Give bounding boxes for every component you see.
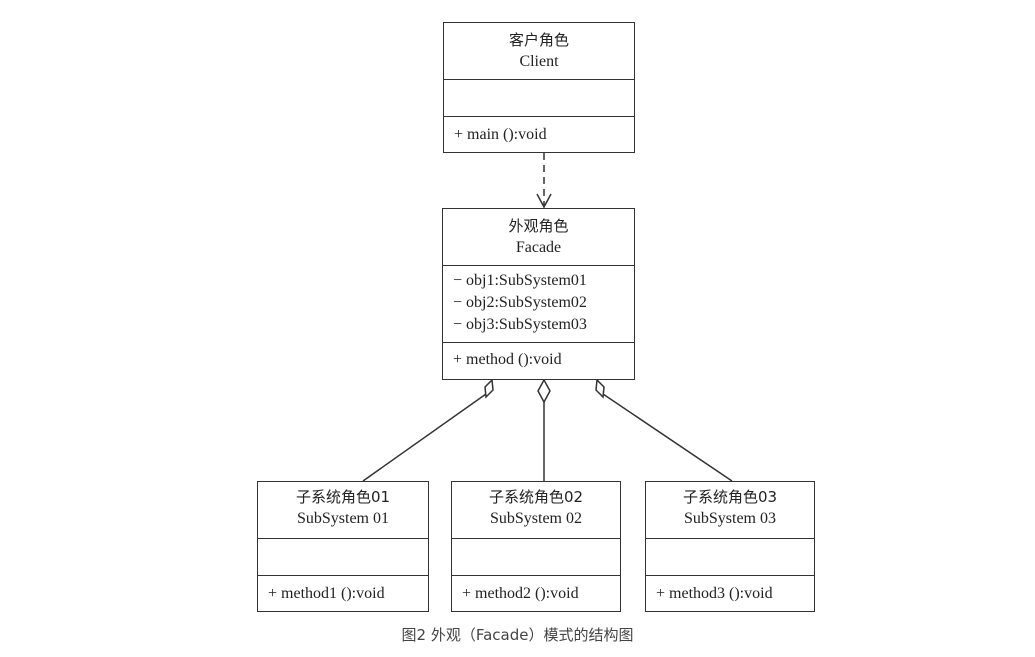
facade-attribute: − obj3:SubSystem03 bbox=[453, 316, 587, 333]
subsystem-02-operations: + method2 ():void bbox=[452, 576, 620, 605]
subsystem-03-name-en: SubSystem 03 bbox=[683, 510, 776, 527]
subsystem-02-class-box: 子系统角色02 SubSystem 02 + method2 ():void bbox=[451, 481, 621, 612]
subsystem-02-operation: + method2 ():void bbox=[462, 585, 579, 602]
subsystem-03-operations: + method3 ():void bbox=[646, 576, 814, 605]
facade-attribute: − obj1:SubSystem01 bbox=[453, 272, 587, 289]
subsystem-03-attributes bbox=[646, 539, 814, 576]
client-class-box: 客户角色 Client + main ():void bbox=[443, 22, 635, 153]
facade-name-en: Facade bbox=[515, 239, 562, 256]
client-operation: + main ():void bbox=[454, 126, 547, 143]
facade-name-cn: 外观角色 bbox=[508, 217, 569, 235]
dependency-arrowhead bbox=[536, 193, 552, 209]
client-class-name: 客户角色 Client bbox=[444, 23, 634, 80]
facade-operations: + method ():void bbox=[443, 343, 634, 371]
aggregation-diamond-3 bbox=[595, 378, 605, 399]
client-operations: + main ():void bbox=[444, 117, 634, 146]
aggregation-line-3 bbox=[602, 393, 733, 482]
subsystem-02-class-name: 子系统角色02 SubSystem 02 bbox=[452, 482, 620, 539]
client-name-cn: 客户角色 bbox=[508, 31, 569, 49]
facade-attribute: − obj2:SubSystem02 bbox=[453, 294, 587, 311]
client-attributes bbox=[444, 80, 634, 117]
subsystem-02-attributes bbox=[452, 539, 620, 576]
subsystem-01-operation: + method1 ():void bbox=[268, 585, 385, 602]
facade-operation: + method ():void bbox=[453, 351, 562, 368]
subsystem-01-attributes bbox=[258, 539, 428, 576]
facade-attributes: − obj1:SubSystem01 − obj2:SubSystem02 − … bbox=[443, 266, 634, 343]
subsystem-03-class-name: 子系统角色03 SubSystem 03 bbox=[646, 482, 814, 539]
subsystem-03-name-cn: 子系统角色03 bbox=[682, 488, 778, 506]
aggregation-diamond-1 bbox=[484, 378, 494, 399]
subsystem-01-name-cn: 子系统角色01 bbox=[295, 488, 391, 506]
client-name-en: Client bbox=[519, 53, 559, 70]
subsystem-01-name-en: SubSystem 01 bbox=[296, 510, 389, 527]
subsystem-02-name-en: SubSystem 02 bbox=[489, 510, 582, 527]
subsystem-03-operation: + method3 ():void bbox=[656, 585, 773, 602]
subsystem-01-operations: + method1 ():void bbox=[258, 576, 428, 605]
subsystem-01-class-name: 子系统角色01 SubSystem 01 bbox=[258, 482, 428, 539]
aggregation-diamond-2 bbox=[537, 378, 551, 404]
facade-class-name: 外观角色 Facade bbox=[443, 209, 634, 266]
subsystem-01-class-box: 子系统角色01 SubSystem 01 + method1 ():void bbox=[257, 481, 429, 612]
aggregation-line-1 bbox=[362, 393, 487, 482]
subsystem-02-name-cn: 子系统角色02 bbox=[488, 488, 584, 506]
subsystem-03-class-box: 子系统角色03 SubSystem 03 + method3 ():void bbox=[645, 481, 815, 612]
figure-caption: 图2 外观（Facade）模式的结构图 bbox=[401, 626, 634, 644]
facade-class-box: 外观角色 Facade − obj1:SubSystem01 − obj2:Su… bbox=[442, 208, 635, 380]
